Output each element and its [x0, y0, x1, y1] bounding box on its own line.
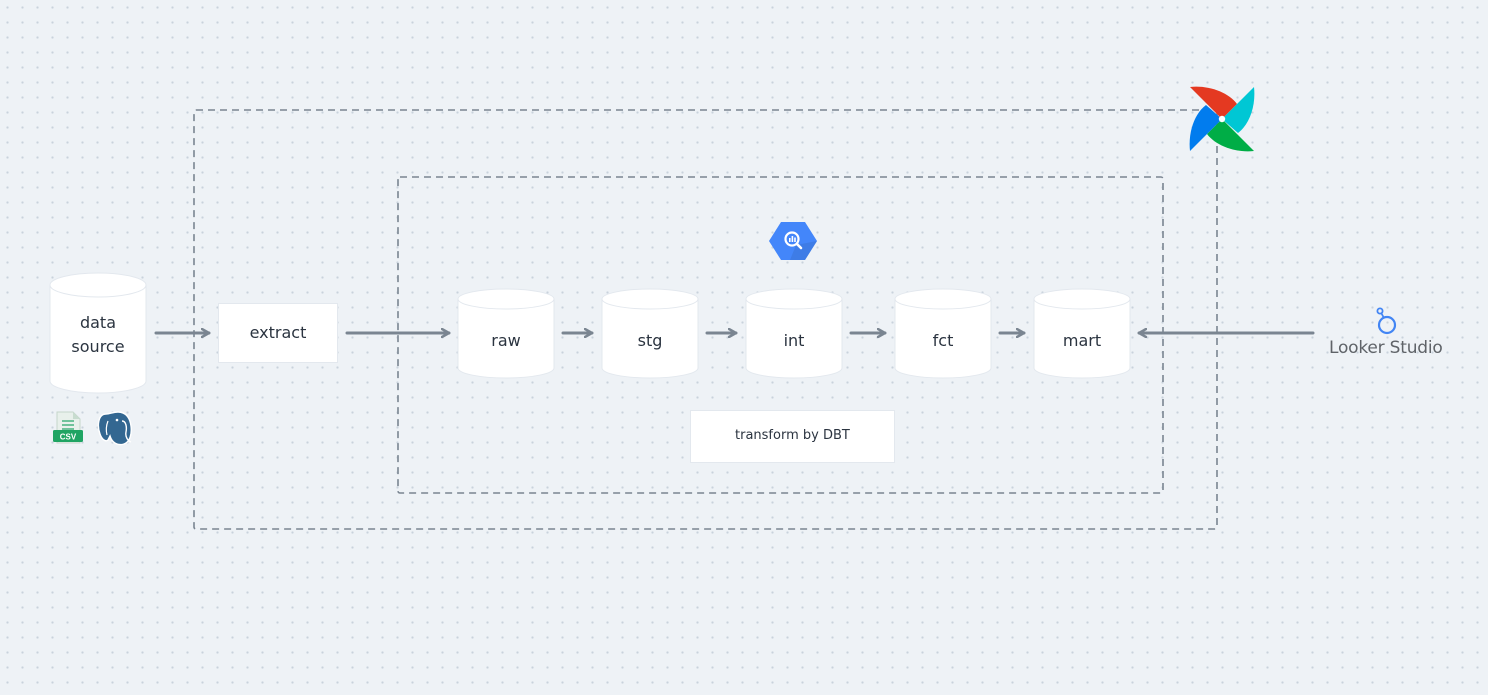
raw-label: raw — [491, 330, 521, 350]
csv-badge-text: CSV — [60, 433, 77, 442]
bigquery-warehouse-frame — [397, 176, 1164, 494]
mart-label: mart — [1062, 330, 1102, 350]
dbt-transform-box[interactable] — [690, 410, 895, 463]
fct-label: fct — [932, 330, 954, 350]
dbt-transform-label: transform by DBT — [735, 428, 850, 443]
looker-studio-label: Looker Studio — [1329, 338, 1443, 358]
raw-cylinder[interactable] — [457, 288, 555, 379]
looker-studio-icon — [1376, 307, 1397, 335]
extract-box[interactable] — [218, 303, 338, 363]
mart-cylinder[interactable] — [1033, 288, 1131, 379]
data-source-label: data source — [71, 313, 125, 356]
stg-cylinder[interactable] — [601, 288, 699, 379]
stg-label: stg — [637, 330, 663, 350]
postgresql-elephant-icon — [97, 411, 132, 446]
airflow-pinwheel-icon — [1189, 86, 1255, 152]
csv-file-icon: CSV — [53, 411, 83, 444]
fct-cylinder[interactable] — [894, 288, 992, 379]
data-source-cylinder[interactable] — [49, 272, 147, 394]
int-cylinder[interactable] — [745, 288, 843, 379]
int-label: int — [783, 330, 805, 350]
extract-label: extract — [249, 323, 307, 342]
bigquery-icon — [769, 222, 817, 260]
airflow-orchestration-frame — [193, 109, 1218, 530]
